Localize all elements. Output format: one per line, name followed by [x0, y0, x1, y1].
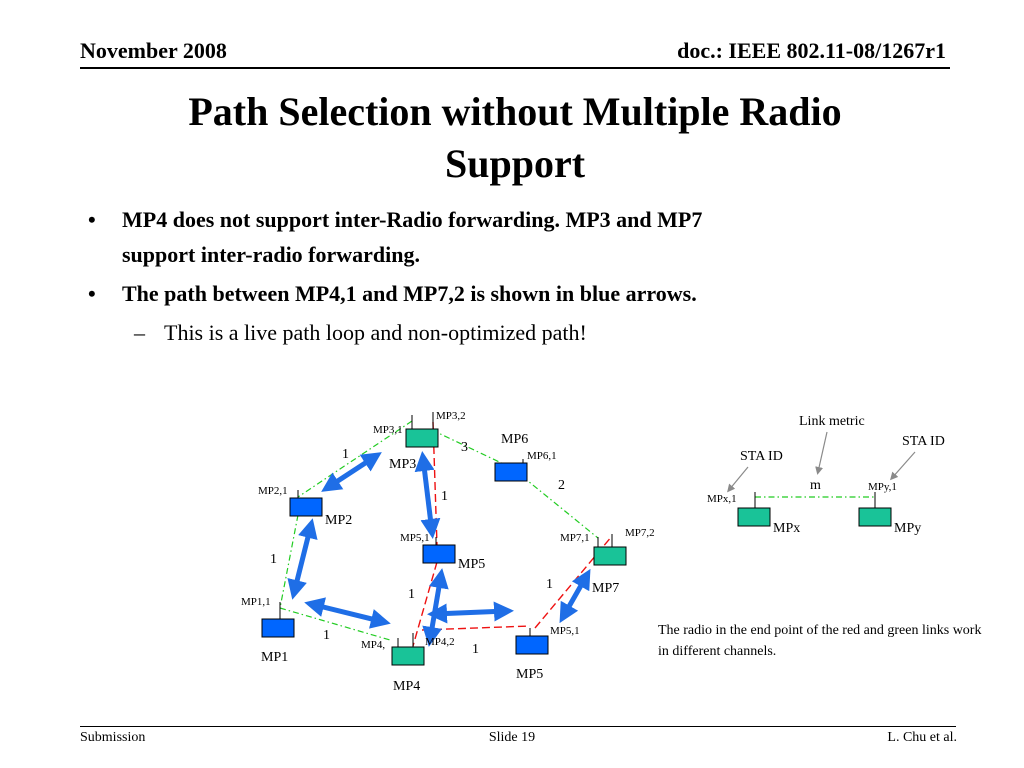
- metric-mp6-mp7: 2: [558, 478, 565, 493]
- node-mp7: [593, 546, 627, 566]
- label-mp3-2: MP3,2: [436, 410, 466, 422]
- radio-labels: MP3,1 MP3,2 MP6,1 MP2,1 MP5,1 MP7,1 MP7,…: [241, 410, 655, 651]
- header-rule: [80, 67, 950, 69]
- pointer-sta-id-left: [727, 466, 749, 493]
- label-mp6-1: MP6,1: [527, 450, 557, 462]
- metric-mp3-mp5: 1: [441, 489, 448, 504]
- arrow-mp5b-mp7: [559, 568, 591, 624]
- label-mp5-1-bottom: MP5,1: [550, 625, 580, 637]
- legend-pointers: [727, 431, 916, 493]
- label-mp7-1: MP7,1: [560, 532, 590, 544]
- node-mp6: [494, 462, 528, 482]
- label-mp5-mid: MP5: [458, 557, 485, 572]
- label-mp7: MP7: [592, 581, 619, 596]
- metric-mp4-mp5b: 1: [472, 642, 479, 657]
- bullet-list: • MP4 does not support inter-Radio forwa…: [88, 202, 948, 315]
- slide-title-line-2: Support: [444, 141, 586, 186]
- sub-bullet-marker: –: [134, 320, 145, 345]
- label-mp1-1: MP1,1: [241, 596, 271, 608]
- metric-mp4-mp5: 1: [408, 587, 415, 602]
- bullet-item-1: • MP4 does not support inter-Radio forwa…: [88, 202, 948, 272]
- header-doc-id: doc.: IEEE 802.11-08/1267r1: [677, 38, 946, 63]
- arrow-mp3-mp2: [321, 452, 382, 492]
- footer-authors: L. Chu et al.: [887, 730, 957, 745]
- link-mp3-mp6: [431, 429, 513, 469]
- node-mpx: [737, 507, 771, 527]
- label-mp6: MP6: [501, 432, 528, 447]
- pointer-link-metric: [815, 431, 828, 475]
- metric-mp3-mp6: 3: [461, 440, 468, 455]
- legend-radio-x: MPx,1: [707, 493, 737, 505]
- legend-radio-y: MPy,1: [868, 481, 897, 493]
- node-mp2: [289, 497, 323, 517]
- footer-slide-number: Slide 19: [488, 730, 536, 745]
- label-mp2: MP2: [325, 513, 352, 528]
- link-mp1-mp4: [279, 607, 391, 641]
- footer-submission: Submission: [80, 730, 146, 745]
- node-mp4: [391, 646, 425, 666]
- footer-rule: [80, 726, 956, 727]
- metric-mp1-mp4: 1: [323, 628, 330, 643]
- nodes: [261, 428, 892, 666]
- label-mp3: MP3: [389, 457, 416, 472]
- metric-mp2-mp1: 1: [270, 552, 277, 567]
- label-mp1: MP1: [261, 650, 288, 665]
- bullet-text-line: MP4 does not support inter-Radio forward…: [122, 207, 703, 232]
- arrow-mp4-mp5b: [427, 601, 514, 624]
- bullet-item-2: • The path between MP4,1 and MP7,2 is sh…: [88, 276, 948, 311]
- link-mp4-mp5b: [421, 625, 531, 631]
- label-mp4-1: MP4,: [361, 639, 385, 651]
- legend-link-metric: Link metric: [799, 414, 865, 429]
- bullet-marker: •: [88, 207, 96, 232]
- metric-mp3-mp2: 1: [342, 447, 349, 462]
- channel-note: The radio in the end point of the red an…: [658, 623, 982, 659]
- metric-labels: 1 3 1 2 1 1 1 1 1: [270, 440, 565, 657]
- legend: Link metric STA ID STA ID m MPx,1 MPy,1 …: [707, 414, 945, 536]
- label-mp5-bottom: MP5: [516, 667, 543, 682]
- metric-mp5b-mp7: 1: [546, 577, 553, 592]
- node-mp5-bottom: [515, 635, 549, 655]
- label-mp4-2: MP4,2: [425, 636, 455, 648]
- bullet-marker: •: [88, 281, 96, 306]
- header-date: November 2008: [80, 38, 227, 63]
- label-mp2-1: MP2,1: [258, 485, 288, 497]
- arrow-mp1-mp4: [304, 597, 391, 629]
- slide-title: Path Selection without Multiple Radio Su…: [80, 86, 950, 190]
- bullet-text-line: The path between MP4,1 and MP7,2 is show…: [122, 281, 697, 306]
- arrow-mp3-mp5: [414, 451, 441, 539]
- node-mp1: [261, 618, 295, 638]
- arrow-mp2-mp1: [287, 518, 318, 600]
- legend-node-x: MPx: [773, 521, 800, 536]
- antenna-stubs: [279, 412, 876, 648]
- label-mp3-1: MP3,1: [373, 424, 403, 436]
- bullet-text-line: support inter-radio forwarding.: [122, 242, 421, 267]
- label-mp4: MP4: [393, 679, 420, 694]
- legend-sta-id-right: STA ID: [902, 434, 945, 449]
- slide-title-line-1: Path Selection without Multiple Radio: [188, 89, 842, 134]
- label-mp7-2: MP7,2: [625, 527, 655, 539]
- arrow-mp5-mp4: [422, 568, 449, 647]
- pointer-sta-id-right: [890, 451, 916, 481]
- legend-sta-id-left: STA ID: [740, 449, 783, 464]
- sub-bullet-text: This is a live path loop and non-optimiz…: [164, 320, 587, 345]
- node-mp5-mid: [422, 544, 456, 564]
- node-mp3: [405, 428, 439, 448]
- legend-node-y: MPy: [894, 521, 921, 536]
- legend-metric-value: m: [810, 478, 821, 493]
- node-labels: MP3 MP6 MP2 MP5 MP7 MP1 MP4 MP5: [261, 432, 619, 694]
- label-mp5-1-mid: MP5,1: [400, 532, 430, 544]
- sub-bullet: –This is a live path loop and non-optimi…: [134, 318, 587, 348]
- link-mp2-mp1: [279, 514, 299, 609]
- path-arrows: [287, 451, 591, 647]
- node-mpy: [858, 507, 892, 527]
